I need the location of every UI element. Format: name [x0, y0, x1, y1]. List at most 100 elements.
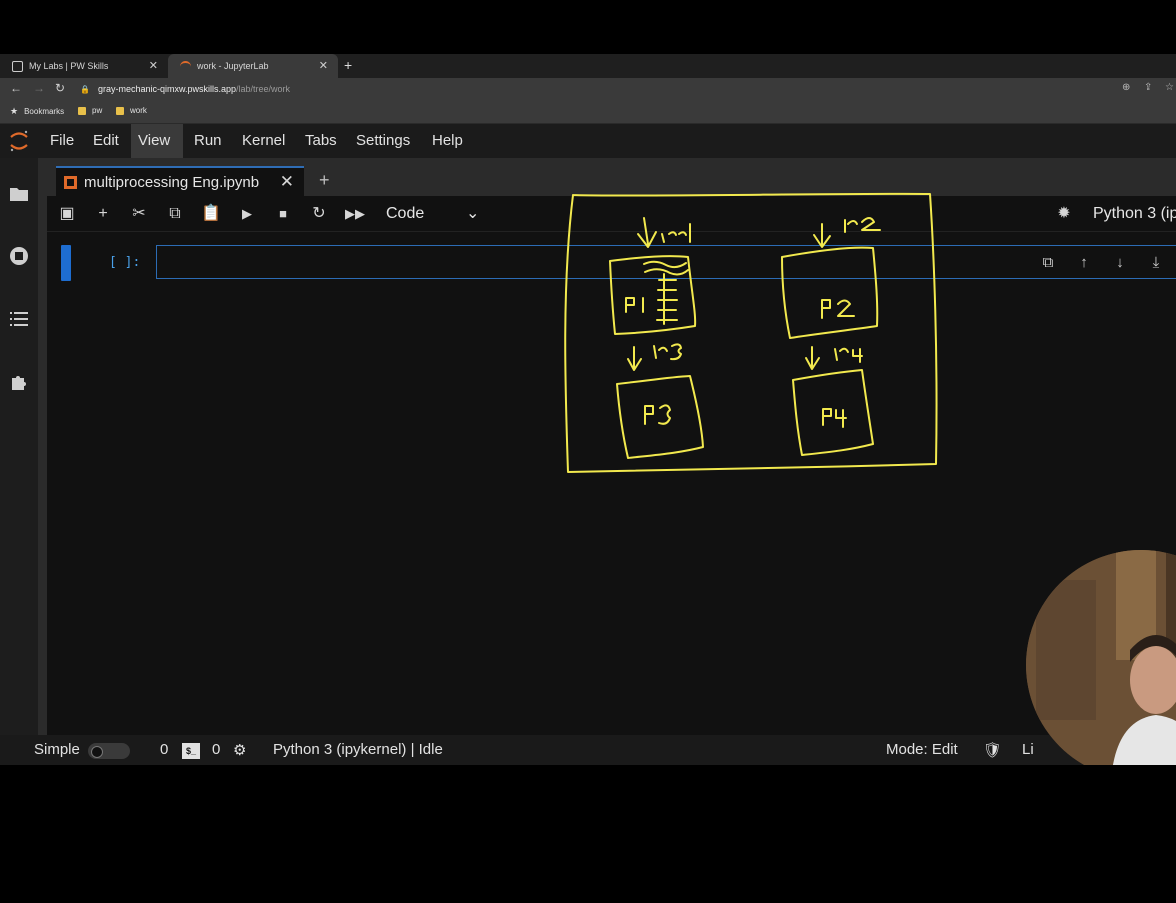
- run-icon[interactable]: ▶: [242, 206, 252, 221]
- chevron-down-icon: ⌄: [466, 205, 480, 222]
- code-cell[interactable]: [ ]: ⧉ ↑ ↓ ⤓: [61, 245, 1176, 281]
- browser-tab-jupyter[interactable]: work - JupyterLab ✕: [168, 54, 338, 78]
- url-path: /lab/tree/work: [236, 84, 291, 94]
- restart-icon[interactable]: ↻: [312, 205, 326, 222]
- label-p1: [625, 297, 644, 313]
- process-pool-outline: [564, 192, 938, 473]
- new-launcher-icon[interactable]: +: [319, 170, 330, 190]
- edit-mode: Mode: Edit: [886, 741, 958, 758]
- label-p3: [644, 404, 671, 425]
- label-p4: [822, 408, 847, 428]
- label-p2: [821, 299, 855, 319]
- process-box-p1: [609, 255, 697, 335]
- close-icon[interactable]: ✕: [148, 60, 158, 72]
- bookmark-star-icon[interactable]: ☆: [1165, 82, 1174, 93]
- cell-editor[interactable]: [156, 245, 1176, 279]
- cell-prompt: [ ]:: [109, 255, 141, 270]
- menu-tabs[interactable]: Tabs: [305, 132, 337, 149]
- kernel-count: 0: [212, 741, 221, 758]
- new-tab-icon[interactable]: +: [344, 57, 353, 73]
- duplicate-cell-icon[interactable]: ⧉: [1042, 254, 1054, 271]
- url-field[interactable]: 🔒 gray-mechanic-qimxw.pwskills.app/lab/t…: [80, 80, 1110, 98]
- notebook-icon: [64, 175, 77, 189]
- shield-check-icon[interactable]: 🛡: [983, 742, 1003, 759]
- move-down-icon[interactable]: ↓: [1116, 254, 1124, 271]
- reload-icon[interactable]: ↻: [55, 81, 66, 95]
- terminal-icon[interactable]: $_: [182, 743, 200, 759]
- line-column[interactable]: Li: [1022, 741, 1034, 758]
- stop-icon[interactable]: ■: [279, 206, 287, 221]
- simple-mode-label: Simple: [34, 741, 80, 758]
- close-icon[interactable]: ✕: [318, 60, 328, 72]
- kernel-chip-icon[interactable]: ⚙: [233, 742, 247, 759]
- share-icon[interactable]: ⇪: [1144, 82, 1153, 93]
- table-of-contents-icon[interactable]: [9, 309, 29, 329]
- pw-skills-icon: [12, 60, 23, 72]
- label-input-rr: [661, 223, 691, 243]
- cell-collapser[interactable]: [61, 245, 71, 281]
- cut-icon[interactable]: ✂: [132, 205, 146, 222]
- screen: My Labs | PW Skills ✕ work - JupyterLab …: [0, 54, 1176, 765]
- bookmark-label: pw: [92, 106, 103, 115]
- menu-settings[interactable]: Settings: [356, 132, 411, 149]
- input-arrow-p4: [805, 346, 820, 370]
- menu-edit[interactable]: Edit: [93, 132, 119, 149]
- menu-file[interactable]: File: [50, 132, 75, 149]
- kernel-status[interactable]: Python 3 (ipykernel) | Idle: [273, 741, 443, 758]
- save-icon[interactable]: ▣: [59, 205, 75, 222]
- menu-kernel[interactable]: Kernel: [242, 132, 286, 149]
- document-tab-bar: multiprocessing Eng.ipynb ✕ +: [47, 158, 1176, 196]
- url-host: gray-mechanic-qimxw.pwskills.app: [97, 84, 237, 94]
- jupyter-logo-icon: [10, 130, 28, 152]
- address-bar: ← → ↻ 🔒 gray-mechanic-qimxw.pwskills.app…: [0, 78, 1176, 100]
- running-icon[interactable]: [9, 246, 29, 266]
- terminal-count: 0: [160, 741, 169, 758]
- input-arrow-p2: [813, 223, 831, 248]
- back-icon[interactable]: ←: [10, 81, 22, 95]
- cell-type-value: Code: [386, 205, 425, 222]
- kernel-name-button[interactable]: Python 3 (ip: [1093, 205, 1176, 222]
- bookmarks-button[interactable]: ★ Bookmarks: [10, 106, 64, 117]
- lock-icon: 🔒: [80, 84, 90, 94]
- process-box-p2: [781, 246, 879, 339]
- browser-tab-pw-skills[interactable]: My Labs | PW Skills ✕: [0, 54, 168, 78]
- folder-icon: [116, 106, 124, 115]
- menu-run[interactable]: Run: [194, 132, 222, 149]
- folder-icon: [78, 106, 86, 115]
- label-input-r2: [844, 217, 881, 233]
- debugger-icon[interactable]: ✹: [1057, 205, 1071, 222]
- restart-run-all-icon[interactable]: ▶▶: [345, 206, 365, 221]
- input-arrow-p1: [637, 217, 657, 248]
- workload-scribble: [643, 260, 689, 276]
- paste-icon[interactable]: 📋: [201, 205, 221, 222]
- insert-below-icon[interactable]: ⤓: [1152, 254, 1160, 271]
- process-box-p4: [792, 369, 874, 456]
- simple-mode-toggle[interactable]: [88, 743, 130, 759]
- process-box-p3: [616, 375, 704, 459]
- move-up-icon[interactable]: ↑: [1080, 254, 1088, 271]
- workload-lines: [656, 273, 678, 325]
- close-icon[interactable]: ✕: [279, 172, 294, 191]
- notebook-tab-title: multiprocessing Eng.ipynb: [84, 173, 260, 191]
- menu-view[interactable]: View: [131, 124, 183, 158]
- bookmarks-bar: ★ Bookmarks pw work: [0, 100, 1176, 124]
- bookmark-label: work: [130, 106, 147, 115]
- zoom-icon[interactable]: ⊕: [1122, 82, 1131, 93]
- browser-tab-strip: My Labs | PW Skills ✕ work - JupyterLab …: [0, 54, 1176, 78]
- label-input-r3: [653, 343, 682, 361]
- menu-help[interactable]: Help: [432, 132, 463, 149]
- extension-icon[interactable]: [9, 372, 29, 392]
- insert-cell-icon[interactable]: +: [98, 205, 108, 222]
- notebook-tab[interactable]: multiprocessing Eng.ipynb ✕: [56, 166, 304, 196]
- star-icon: ★: [10, 106, 19, 116]
- forward-icon[interactable]: →: [33, 81, 45, 95]
- copy-icon[interactable]: ⧉: [169, 205, 181, 222]
- bookmark-work[interactable]: work: [116, 106, 147, 115]
- label-input-r4: [834, 347, 863, 363]
- main-area: multiprocessing Eng.ipynb ✕ + ▣ + ✂ ⧉ 📋 …: [38, 158, 1176, 735]
- left-sidebar: [0, 158, 38, 735]
- jupyter-menu-bar: File Edit View Run Kernel Tabs Settings …: [0, 124, 1176, 158]
- cell-type-select[interactable]: Code ⌄: [386, 203, 486, 225]
- folder-icon[interactable]: [9, 184, 29, 204]
- bookmark-pw[interactable]: pw: [78, 106, 102, 115]
